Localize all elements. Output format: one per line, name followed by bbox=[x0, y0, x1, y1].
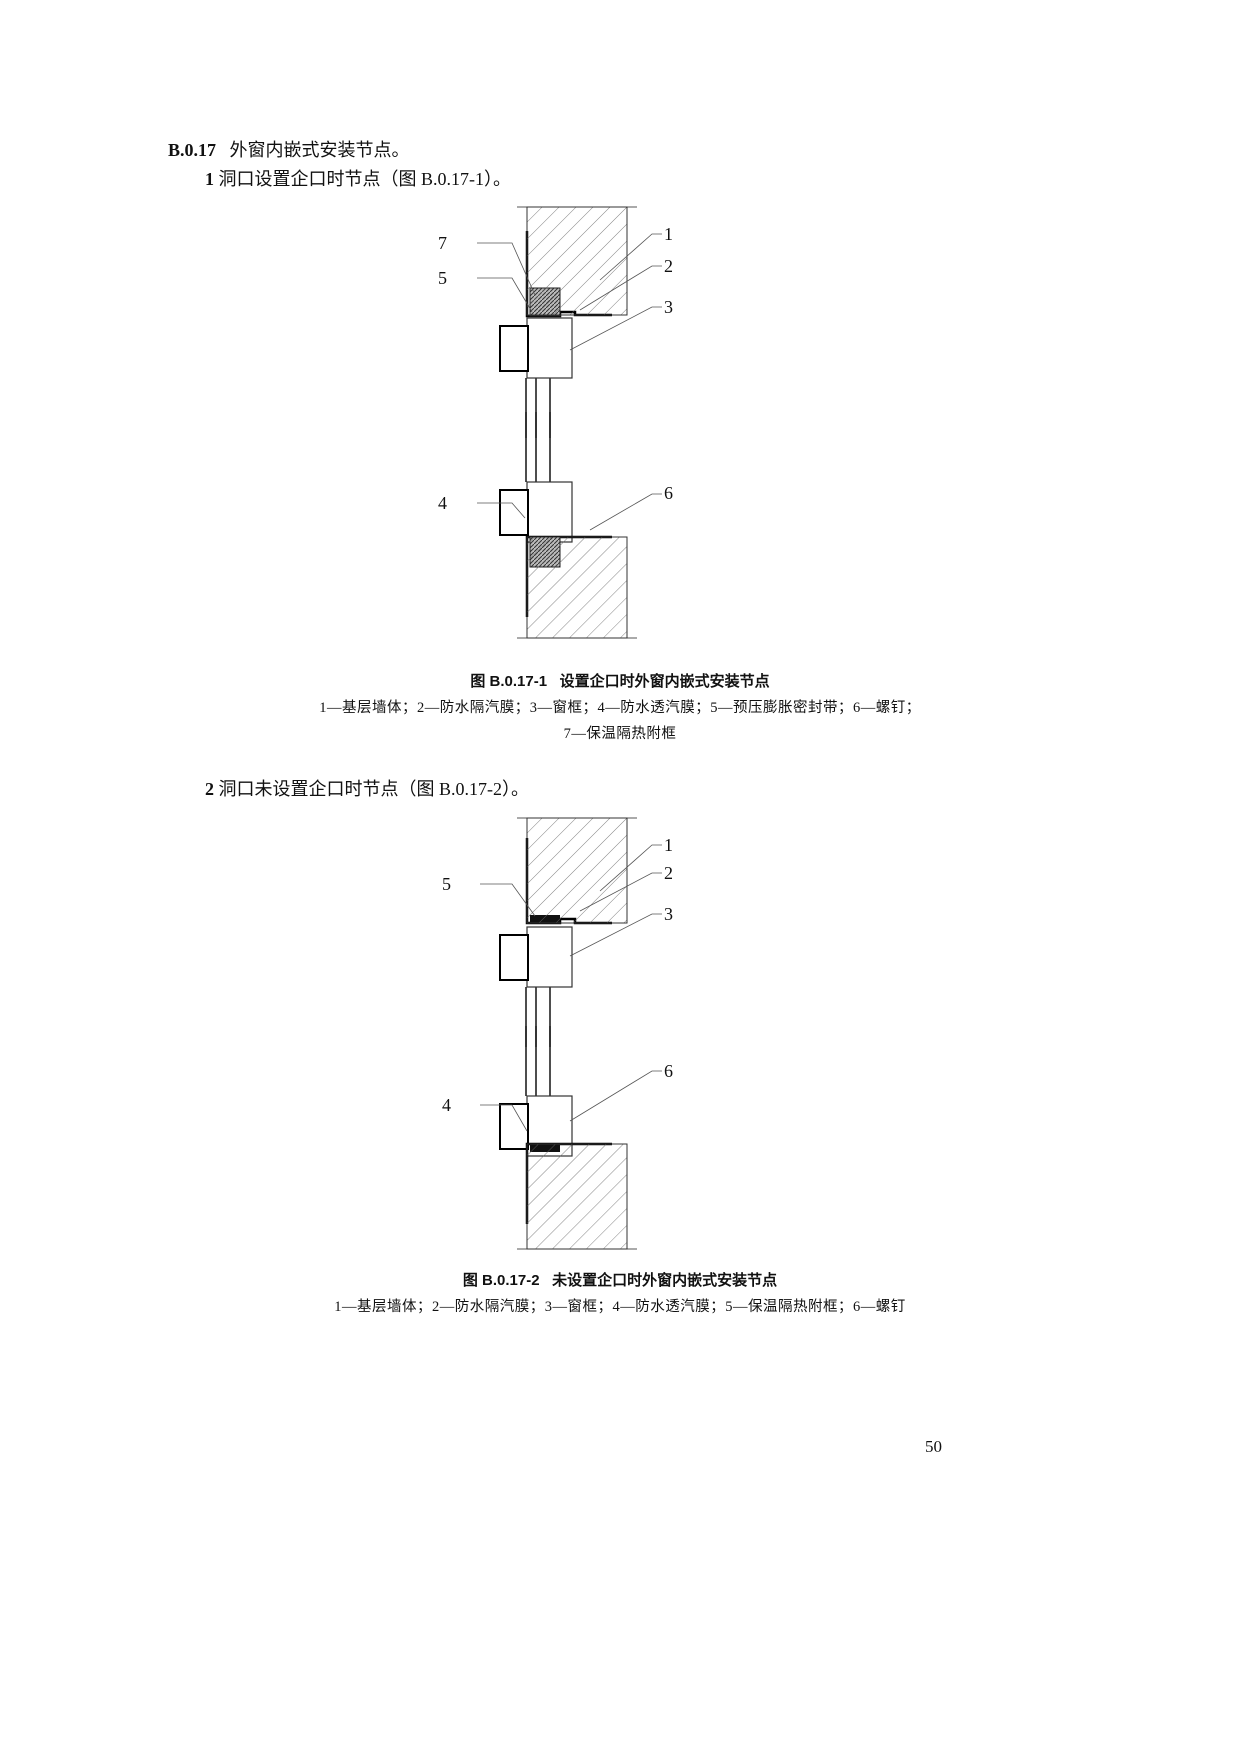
figure-1-diagram: 7 5 1 2 3 4 6 bbox=[438, 206, 673, 639]
caption-number: 图 B.0.17-1 bbox=[470, 673, 548, 690]
item-1-number: 1 bbox=[205, 169, 214, 189]
label-3: 3 bbox=[664, 904, 673, 924]
figure-1-legend-line-2: 7—保温隔热附框 bbox=[563, 726, 677, 742]
item-2-text: 洞口未设置企口时节点（图 B.0.17-2）。 bbox=[218, 779, 530, 799]
window-frame-bottom-sash bbox=[499, 489, 529, 536]
leader-line bbox=[477, 242, 536, 296]
leader-line bbox=[599, 844, 662, 892]
caption-title: 设置企口时外窗内嵌式安装节点 bbox=[559, 673, 770, 690]
leader-line bbox=[480, 883, 536, 917]
item-1-text: 洞口设置企口时节点（图 B.0.17-1）。 bbox=[218, 169, 512, 189]
figure-2-legend-line-1: 1—基层墙体；2—防水隔汽膜；3—窗框；4—防水透汽膜；5—保温隔热附框；6—螺… bbox=[334, 1299, 906, 1315]
wall-bottom bbox=[526, 536, 628, 639]
wall-top bbox=[526, 206, 628, 316]
page-number: 50 bbox=[925, 1437, 942, 1456]
section-number: B.0.17 bbox=[168, 140, 217, 160]
leader-line bbox=[569, 306, 662, 351]
leader-line bbox=[569, 1070, 662, 1122]
window-frame-top-sash bbox=[499, 934, 529, 981]
label-1: 1 bbox=[664, 224, 673, 244]
label-7: 7 bbox=[438, 233, 447, 253]
window-frame-bottom bbox=[526, 481, 573, 543]
label-4: 4 bbox=[442, 1095, 451, 1115]
figure-1-legend-line-1: 1—基层墙体；2—防水隔汽膜；3—窗框；4—防水透汽膜；5—预压膨胀密封带；6—… bbox=[319, 700, 921, 716]
figure-1-caption: 图 B.0.17-1 设置企口时外窗内嵌式安装节点 bbox=[0, 670, 1240, 691]
leader-line bbox=[579, 872, 662, 912]
label-5: 5 bbox=[442, 874, 451, 894]
label-2: 2 bbox=[664, 863, 673, 883]
label-4: 4 bbox=[438, 493, 447, 513]
section-title: 外窗内嵌式安装节点。 bbox=[229, 140, 410, 160]
figure-2-caption: 图 B.0.17-2 未设置企口时外窗内嵌式安装节点 bbox=[0, 1269, 1240, 1290]
label-5: 5 bbox=[438, 268, 447, 288]
label-1: 1 bbox=[664, 835, 673, 855]
leader-line bbox=[579, 265, 662, 311]
leader-line bbox=[569, 913, 662, 957]
leader-line bbox=[477, 502, 526, 519]
figure-2-diagram: 1 2 5 3 6 4 bbox=[442, 817, 673, 1250]
leader-line bbox=[480, 1104, 528, 1132]
caption-number: 图 B.0.17-2 bbox=[462, 1272, 540, 1289]
item-2-number: 2 bbox=[205, 779, 214, 799]
wall-top bbox=[526, 817, 628, 924]
window-frame-top bbox=[526, 317, 573, 379]
leader-line bbox=[589, 493, 662, 531]
wall-bottom bbox=[526, 1143, 628, 1250]
label-3: 3 bbox=[664, 297, 673, 317]
window-frame-top-sash bbox=[499, 325, 529, 372]
leader-line bbox=[599, 233, 662, 281]
caption-title: 未设置企口时外窗内嵌式安装节点 bbox=[552, 1272, 778, 1289]
label-6: 6 bbox=[664, 1061, 673, 1081]
leader-line bbox=[477, 277, 533, 313]
window-frame-top bbox=[526, 926, 573, 988]
label-6: 6 bbox=[664, 483, 673, 503]
section-heading: B.0.17 外窗内嵌式安装节点。 bbox=[168, 136, 410, 162]
item-2: 2 洞口未设置企口时节点（图 B.0.17-2）。 bbox=[205, 775, 529, 801]
item-1: 1 洞口设置企口时节点（图 B.0.17-1）。 bbox=[205, 165, 511, 191]
label-2: 2 bbox=[664, 256, 673, 276]
window-frame-bottom-sash bbox=[499, 1103, 529, 1150]
